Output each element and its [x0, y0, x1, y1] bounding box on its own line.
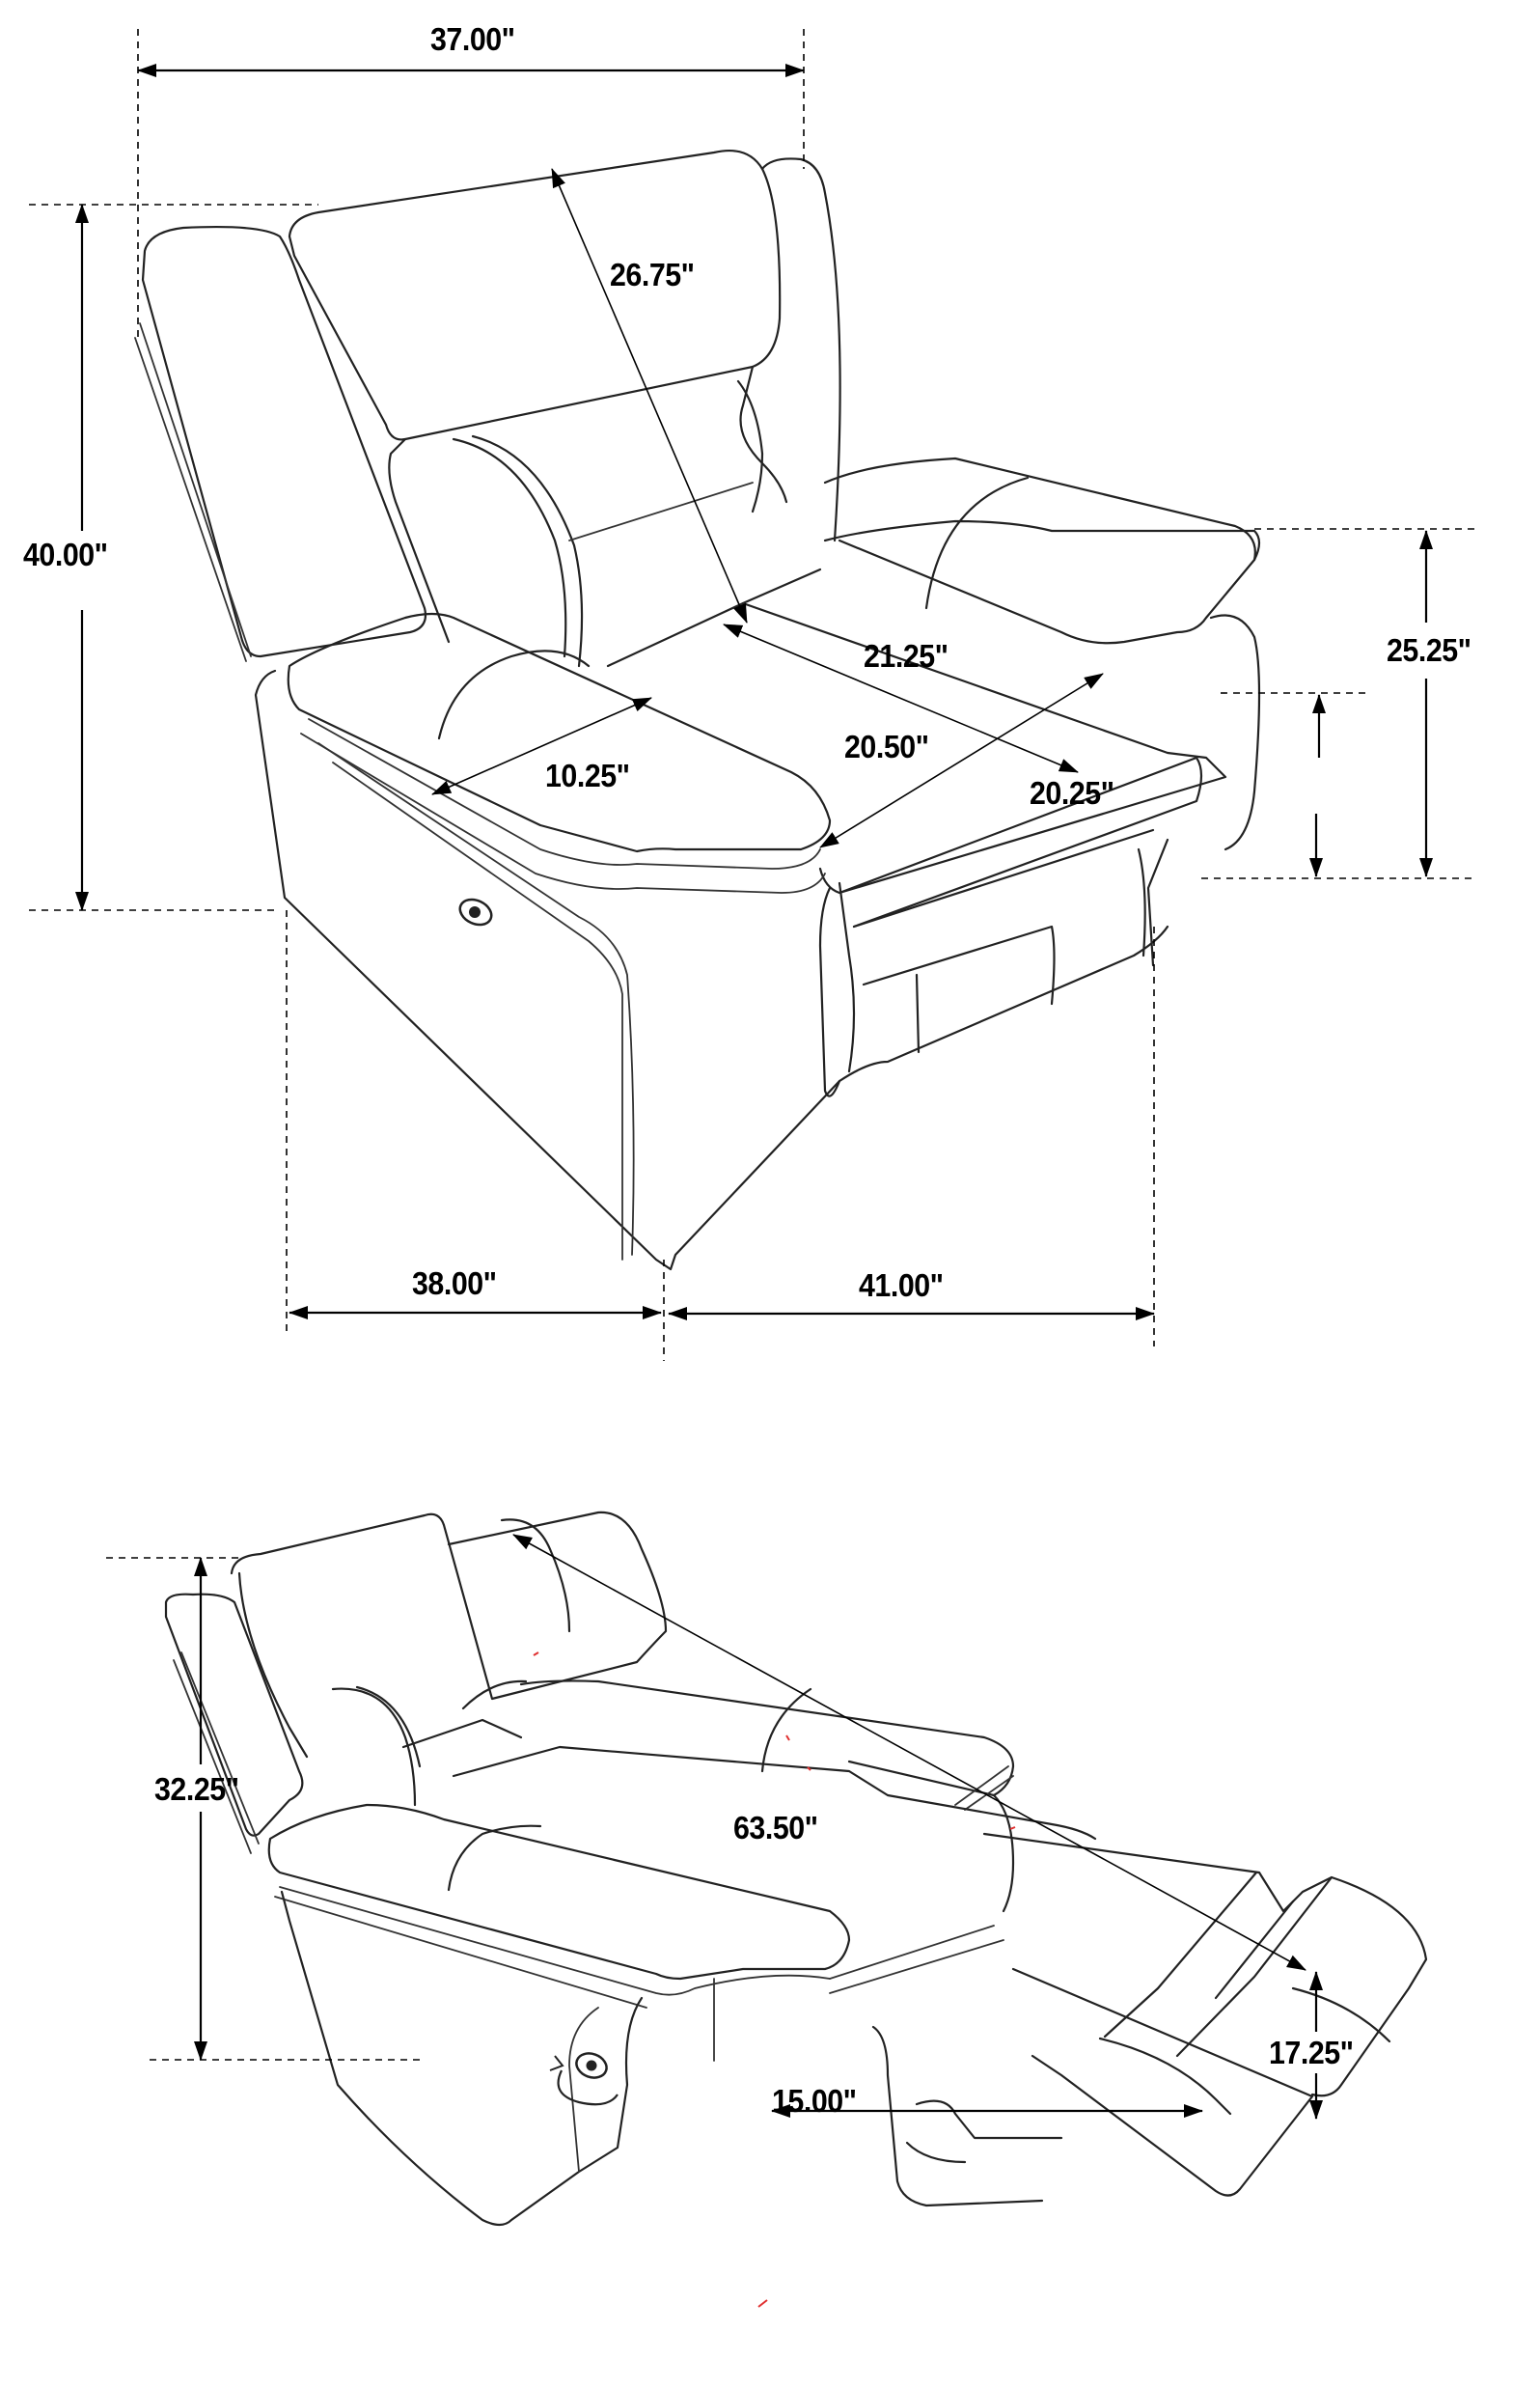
dim-footrest-extension: 15.00" — [772, 2083, 857, 2119]
dim-footrest-height: 17.25" — [1269, 2035, 1354, 2070]
dim-overall-width: 37.00" — [430, 21, 515, 57]
reclined-dimension-lines — [106, 1534, 1323, 2120]
power-button-icon — [458, 898, 493, 927]
dim-seat-width: 21.25" — [864, 638, 949, 674]
power-button-icon — [549, 2052, 619, 2106]
dim-reclined-length: 63.50" — [733, 1810, 818, 1845]
upright-recliner-drawing — [134, 149, 1261, 1271]
dim-seat-height: 20.25" — [1030, 775, 1114, 811]
dim-side-depth: 41.00" — [859, 1267, 944, 1303]
dim-arm-height: 25.25" — [1387, 632, 1471, 668]
upright-dimension-lines — [29, 29, 1476, 1361]
dim-reclined-height: 32.25" — [154, 1771, 239, 1807]
dim-seat-depth: 20.50" — [844, 729, 929, 764]
dim-arm-width: 10.25" — [545, 758, 630, 793]
dim-overall-height: 40.00" — [23, 537, 108, 572]
dim-overall-depth: 38.00" — [412, 1265, 497, 1301]
dim-back-height: 26.75" — [610, 257, 695, 292]
reclined-recliner-drawing — [164, 1511, 1428, 2308]
